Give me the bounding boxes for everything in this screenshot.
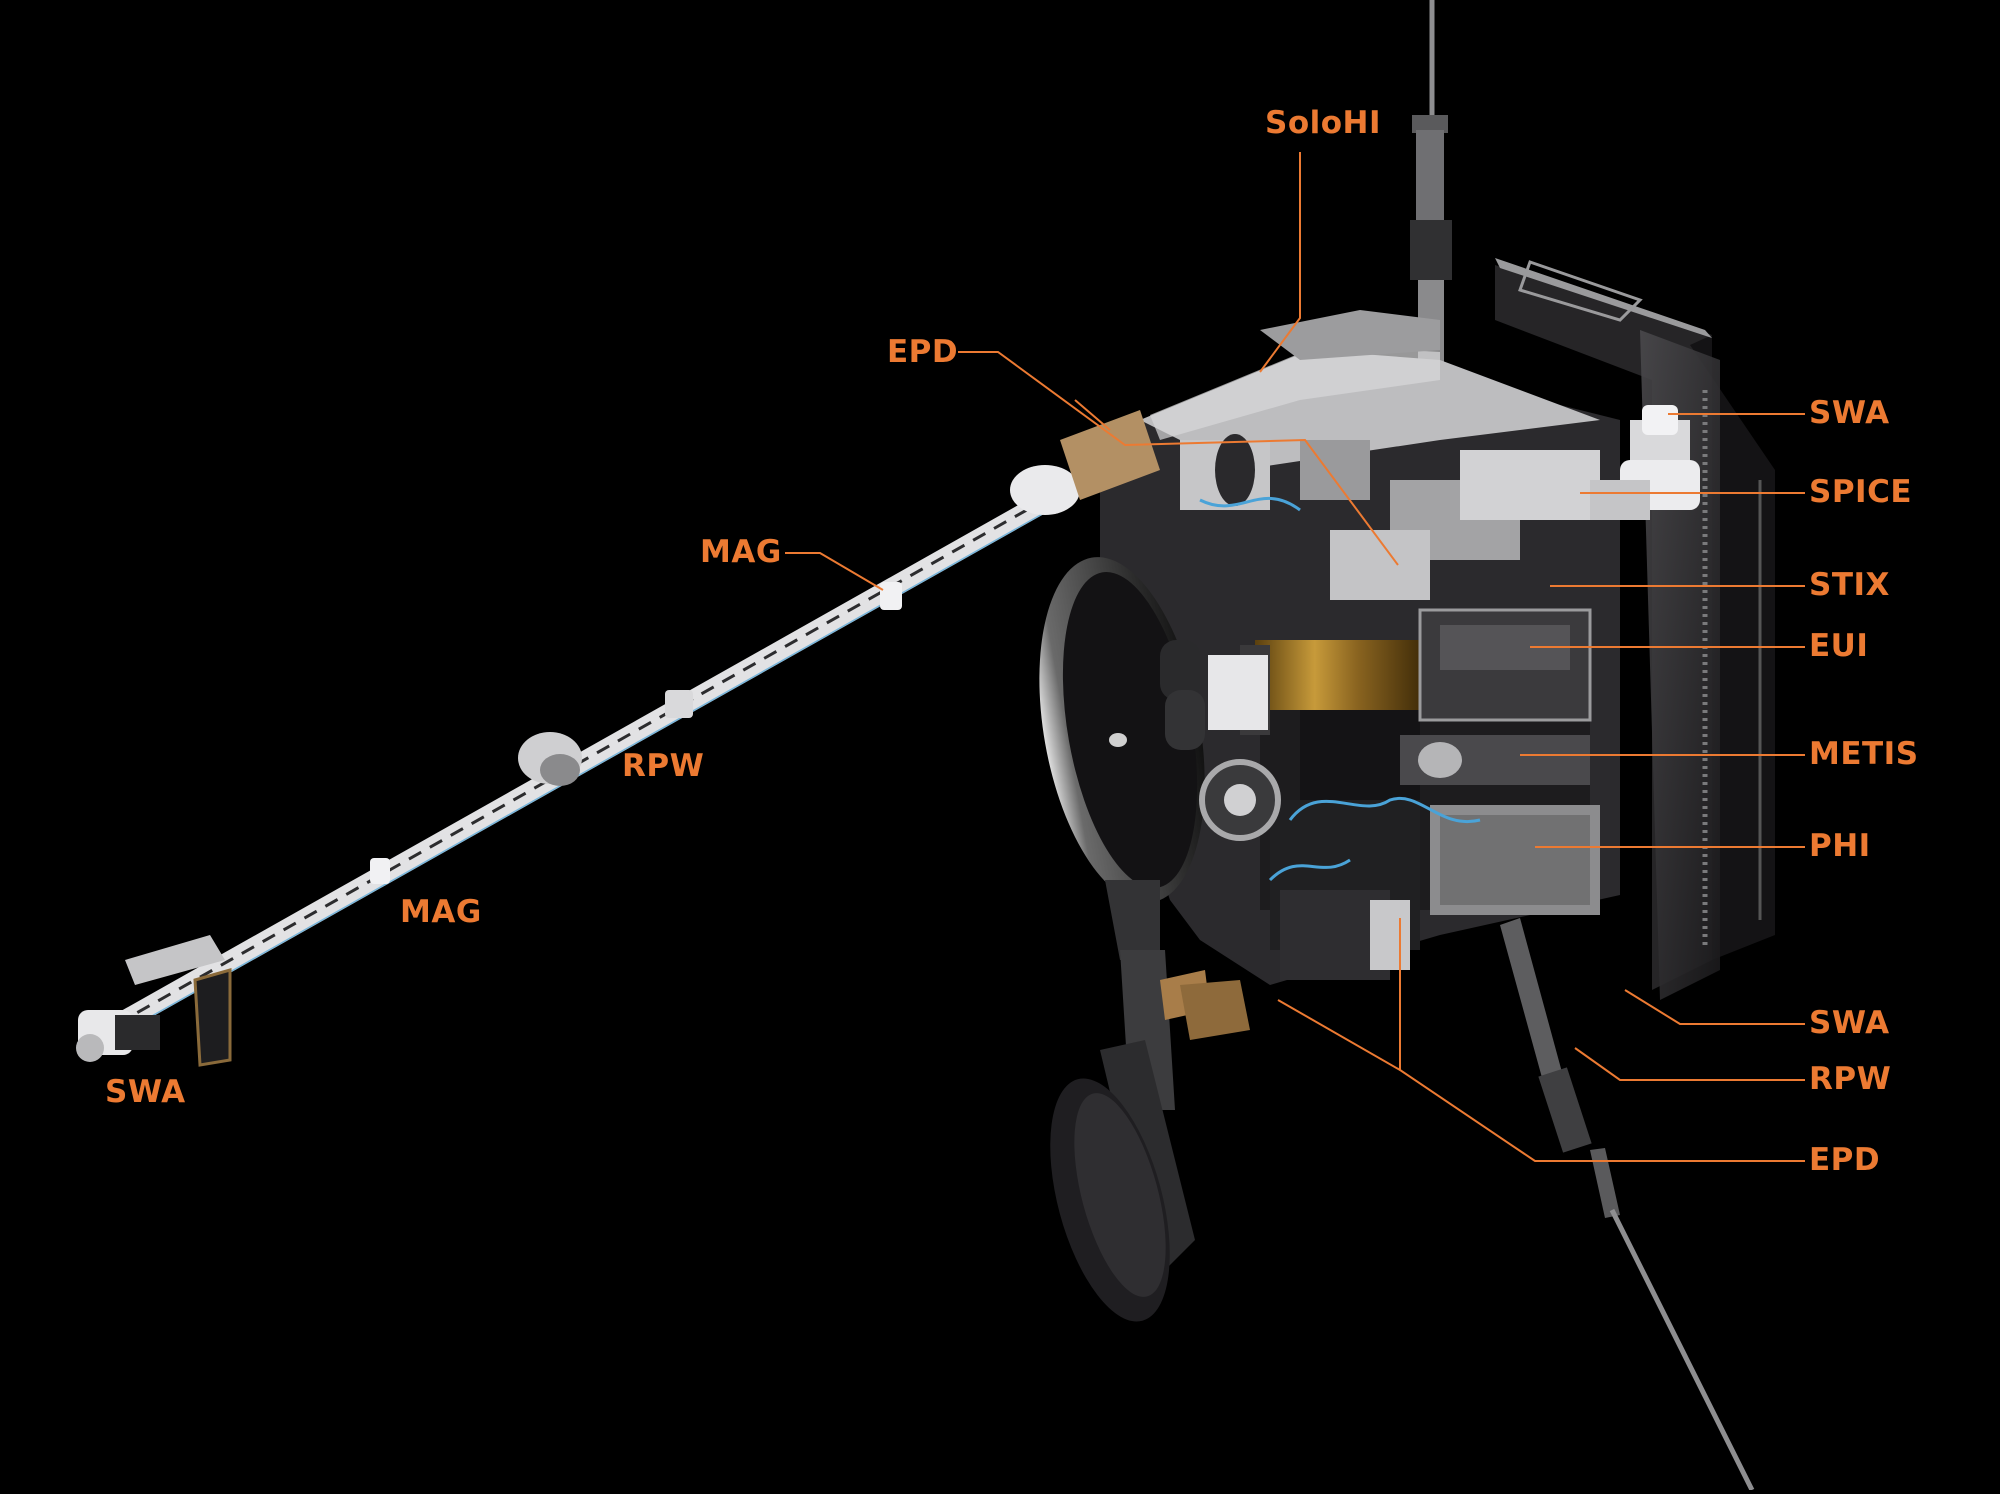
leader-epd-top xyxy=(958,351,1399,566)
label-mag-upper: MAG xyxy=(700,534,782,570)
leader-mag-upper xyxy=(785,552,884,591)
bottom-antenna xyxy=(1500,918,1755,1492)
label-spice: SPICE xyxy=(1809,474,1913,510)
label-stix: STIX xyxy=(1809,567,1890,603)
label-swa-top: SWA xyxy=(1809,395,1890,431)
label-swa-bottom: SWA xyxy=(1809,1005,1890,1041)
leader-swa-bottom xyxy=(1624,989,1805,1025)
swa-boom-end-sensor xyxy=(76,935,232,1067)
label-mag-lower: MAG xyxy=(400,894,482,930)
label-eui: EUI xyxy=(1809,628,1869,664)
label-rpw-bottom: RPW xyxy=(1809,1061,1892,1097)
swa-sensor-top xyxy=(1590,405,1700,520)
label-metis: METIS xyxy=(1809,736,1919,772)
label-phi: PHI xyxy=(1809,828,1871,864)
leader-epd-bottom xyxy=(1399,918,1805,1162)
label-rpw-boom: RPW xyxy=(622,748,705,784)
label-solohi: SoloHI xyxy=(1265,105,1382,141)
label-epd-top: EPD xyxy=(887,334,959,370)
instrument-boom xyxy=(76,410,1160,1067)
medium-gain-antenna xyxy=(1050,880,1250,1322)
leader-rpw-bottom xyxy=(1574,1047,1805,1081)
label-epd-bottom: EPD xyxy=(1809,1142,1881,1178)
spacecraft-bus xyxy=(1100,310,1620,985)
leader-epd-top-branch xyxy=(1074,399,1111,431)
leader-epd-bottom-branch xyxy=(1277,999,1401,1071)
high-gain-antenna xyxy=(1039,557,1281,903)
leader-solohi xyxy=(1259,152,1301,373)
callout-lines xyxy=(785,152,1805,1162)
label-swa-boom: SWA xyxy=(105,1074,186,1110)
